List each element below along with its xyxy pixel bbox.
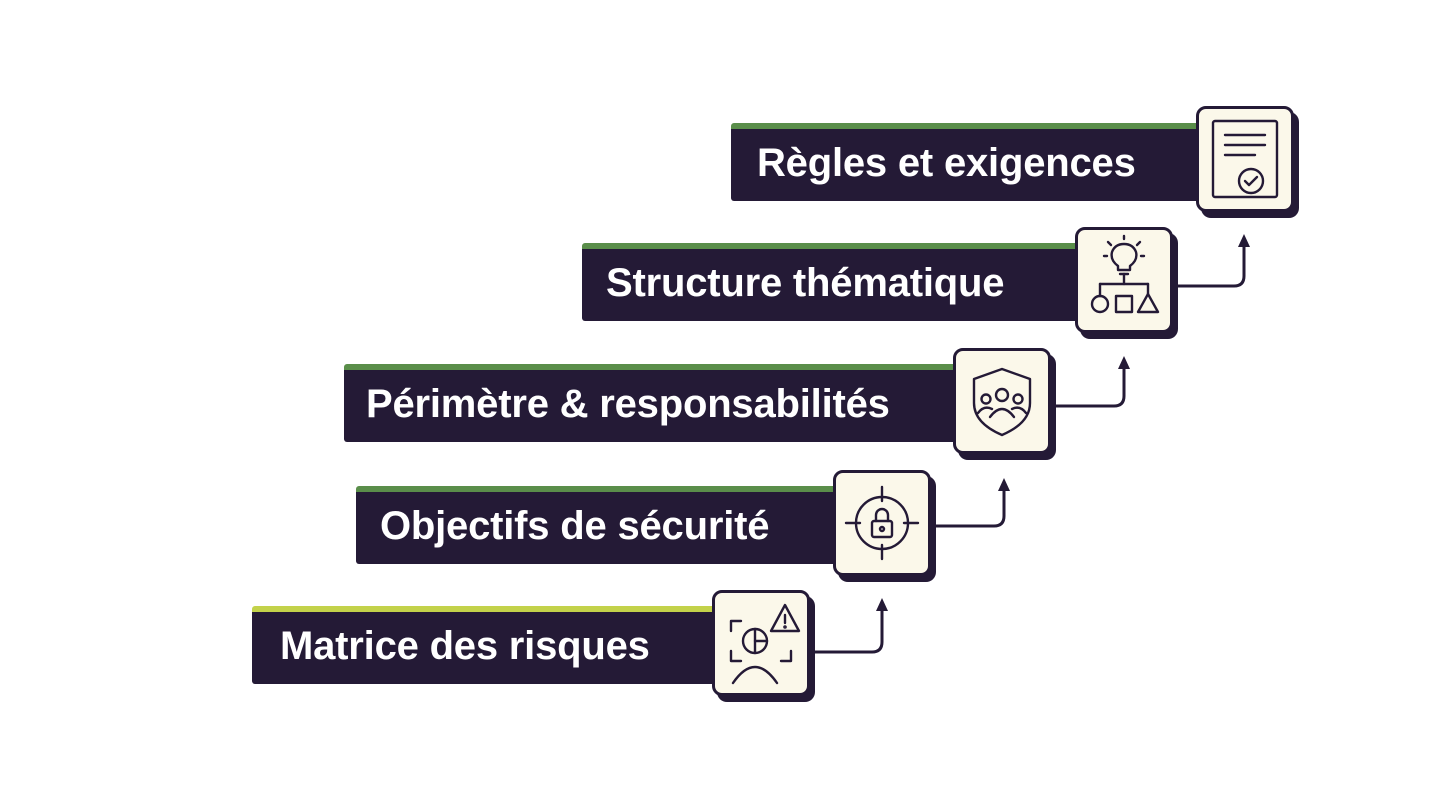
risk-matrix-icon — [712, 590, 810, 696]
arrowhead-1 — [876, 598, 888, 611]
idea-structure-icon — [1075, 227, 1173, 333]
connector-3 — [1054, 366, 1126, 408]
step-label: Matrice des risques — [280, 623, 650, 668]
certified-document-icon — [1196, 106, 1294, 212]
arrowhead-2 — [998, 478, 1010, 491]
step-bar: Structure thématique — [582, 243, 1086, 321]
step-label: Règles et exigences — [757, 140, 1136, 185]
arrowhead-4 — [1238, 234, 1250, 247]
step-label: Périmètre & responsabilités — [366, 381, 890, 426]
connector-4 — [1174, 244, 1246, 288]
step-bar: Règles et exigences — [731, 123, 1207, 201]
step-label: Structure thématique — [606, 260, 1005, 305]
arrowhead-3 — [1118, 356, 1130, 369]
step-bar: Périmètre & responsabilités — [344, 364, 966, 442]
step-bar: Matrice des risques — [252, 606, 722, 684]
step-bar: Objectifs de sécurité — [356, 486, 846, 564]
connector-2 — [934, 488, 1006, 528]
step-label: Objectifs de sécurité — [380, 503, 770, 548]
connector-1 — [812, 608, 884, 654]
target-lock-icon — [833, 470, 931, 576]
shield-team-icon — [953, 348, 1051, 454]
